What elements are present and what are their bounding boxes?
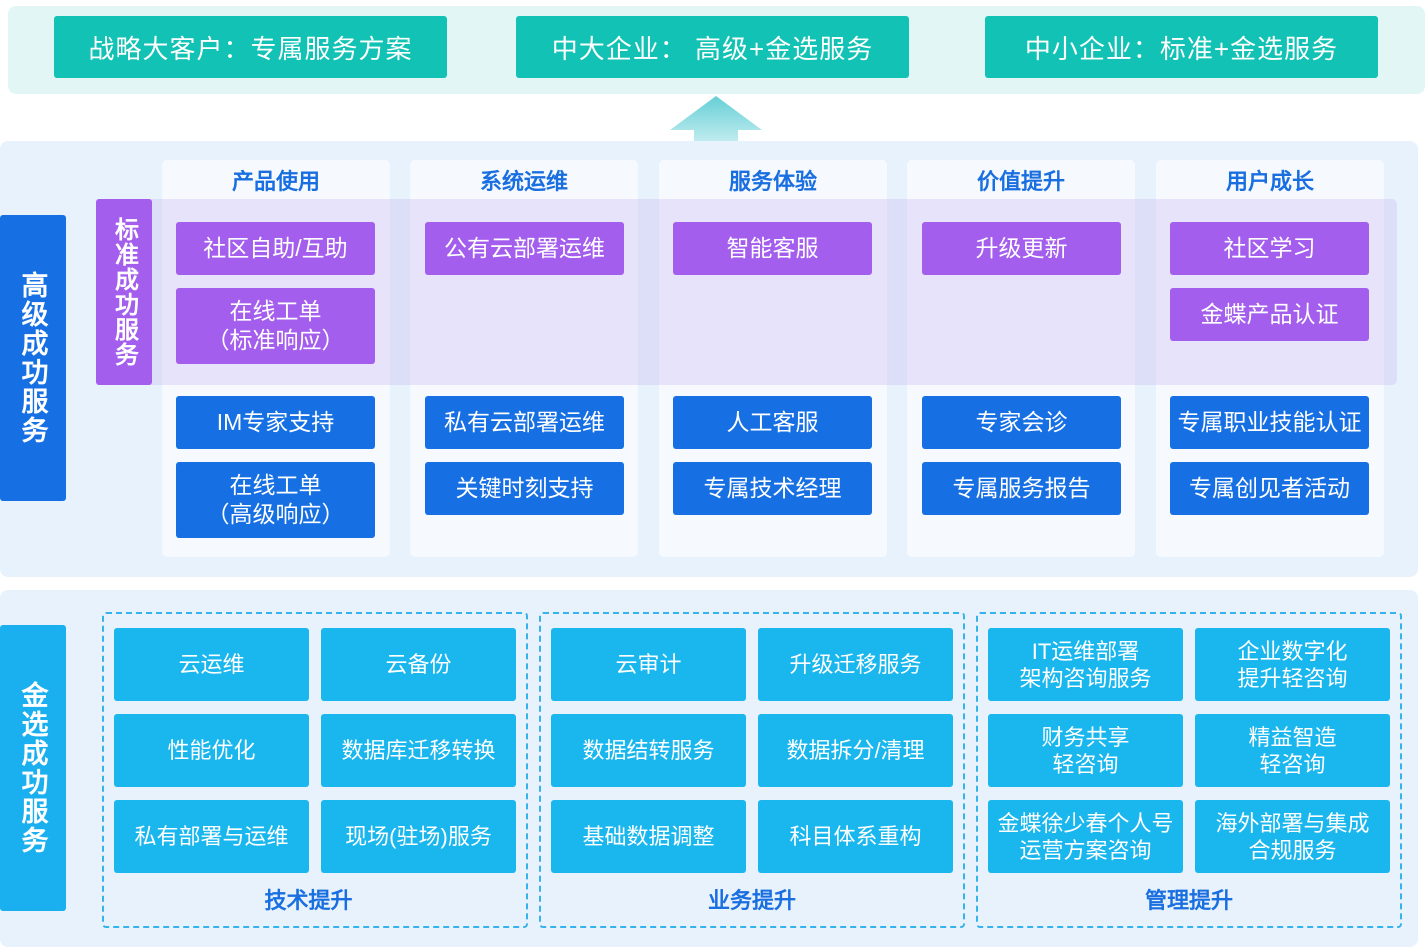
advanced-service-box: 私有云部署运维: [425, 396, 624, 449]
advanced-service-box: 专属技术经理: [673, 462, 872, 515]
tier-strategic-key-accounts: 战略大客户：专属服务方案: [54, 16, 447, 78]
gold-service-box: 云运维: [114, 628, 309, 701]
column-title: 服务体验: [728, 169, 817, 194]
gold-service-box: 升级迁移服务: [758, 628, 953, 701]
group-business-improvement: [539, 612, 965, 928]
standard-service-box: 公有云部署运维: [425, 222, 624, 275]
standard-service-box: 智能客服: [673, 222, 872, 275]
gold-service-box: 云备份: [321, 628, 516, 701]
standard-service-box: 社区学习: [1170, 222, 1369, 275]
advanced-service-box: 专家会诊: [922, 396, 1121, 449]
advanced-service-box: 在线工单 （高级响应）: [176, 462, 375, 538]
column-title: 产品使用: [231, 169, 320, 194]
up-arrow-icon: [670, 96, 762, 158]
gold-service-box: 企业数字化 提升轻咨询: [1195, 628, 1390, 701]
gold-service-box: 数据拆分/清理: [758, 714, 953, 787]
gold-service-box: 现场(驻场)服务: [321, 800, 516, 873]
gold-service-box: 云审计: [551, 628, 746, 701]
advanced-service-box: 专属创见者活动: [1170, 462, 1369, 515]
gold-service-box: 科目体系重构: [758, 800, 953, 873]
column-title: 用户成长: [1225, 169, 1314, 194]
gold-service-box: 性能优化: [114, 714, 309, 787]
advanced-service-box: IM专家支持: [176, 396, 375, 449]
group-title: 业务提升: [707, 888, 796, 913]
standard-service-box: 升级更新: [922, 222, 1121, 275]
gold-service-box: 私有部署与运维: [114, 800, 309, 873]
advanced-service-box: 人工客服: [673, 396, 872, 449]
gold-service-box: 精益智造 轻咨询: [1195, 714, 1390, 787]
gold-service-box: IT运维部署 架构咨询服务: [988, 628, 1183, 701]
group-title: 技术提升: [264, 888, 353, 913]
gold-service-box: 数据库迁移转换: [321, 714, 516, 787]
gold-service-box: 海外部署与集成 合规服务: [1195, 800, 1390, 873]
gold-service-box: 基础数据调整: [551, 800, 746, 873]
group-technical-improvement: [102, 612, 528, 928]
advanced-service-box: 专属职业技能认证: [1170, 396, 1369, 449]
standard-service-box: 社区自助/互助: [176, 222, 375, 275]
gold-service-box: 金蝶徐少春个人号 运营方案咨询: [988, 800, 1183, 873]
column-title: 系统运维: [479, 169, 568, 194]
standard-service-box: 在线工单 （标准响应）: [176, 288, 375, 364]
group-title: 管理提升: [1144, 888, 1233, 913]
gold-service-box: 数据结转服务: [551, 714, 746, 787]
advanced-service-box: 关键时刻支持: [425, 462, 624, 515]
standard-service-box: 金蝶产品认证: [1170, 288, 1369, 341]
group-management-improvement: [976, 612, 1402, 928]
tier-large-enterprises: 中大企业： 高级+金选服务: [516, 16, 909, 78]
advanced-services-label: 高级成功服务: [0, 215, 66, 501]
column-title: 价值提升: [976, 169, 1065, 194]
tier-small-medium-enterprises: 中小企业：标准+金选服务: [985, 16, 1378, 78]
standard-services-label: 标准成功服务: [96, 199, 152, 385]
gold-service-box: 财务共享 轻咨询: [988, 714, 1183, 787]
gold-services-label: 金选成功服务: [0, 625, 66, 911]
advanced-service-box: 专属服务报告: [922, 462, 1121, 515]
